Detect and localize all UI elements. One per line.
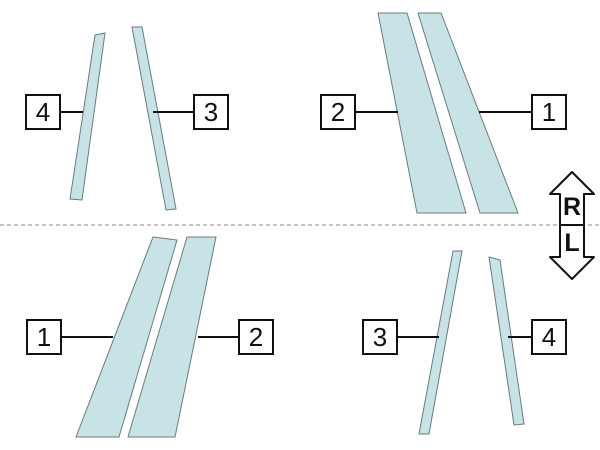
label-top-right-1: 1: [542, 97, 556, 127]
side-label-l: L: [564, 229, 579, 257]
trim-piece-top-right-1: [417, 12, 519, 214]
label-box-top-left-4: [25, 94, 61, 130]
label-box-bottom-right-4: [531, 319, 567, 355]
label-bottom-left-2: 2: [249, 322, 263, 352]
side-label-r: R: [563, 193, 581, 221]
label-box-bottom-left-2: [238, 319, 274, 355]
trim-piece-bottom-right-3: [418, 250, 463, 435]
label-box-top-right-2: [320, 94, 356, 130]
label-top-left-4: 4: [36, 97, 50, 127]
trim-piece-top-left-3: [131, 26, 177, 211]
trim-piece-top-left-4: [69, 32, 106, 201]
label-bottom-right-4: 4: [542, 322, 556, 352]
label-box-top-right-1: [531, 94, 567, 130]
label-top-left-3: 3: [204, 97, 218, 127]
label-bottom-left-1: 1: [37, 322, 51, 352]
label-bottom-right-3: 3: [373, 322, 387, 352]
label-box-bottom-right-3: [362, 319, 398, 355]
trim-piece-bottom-left-2: [127, 236, 217, 438]
trim-piece-bottom-right-4: [488, 256, 525, 426]
label-top-right-2: 2: [331, 97, 345, 127]
trim-piece-bottom-left-1: [75, 236, 178, 438]
trim-piece-top-right-2: [377, 12, 467, 214]
label-box-top-left-3: [193, 94, 229, 130]
label-box-bottom-left-1: [26, 319, 62, 355]
